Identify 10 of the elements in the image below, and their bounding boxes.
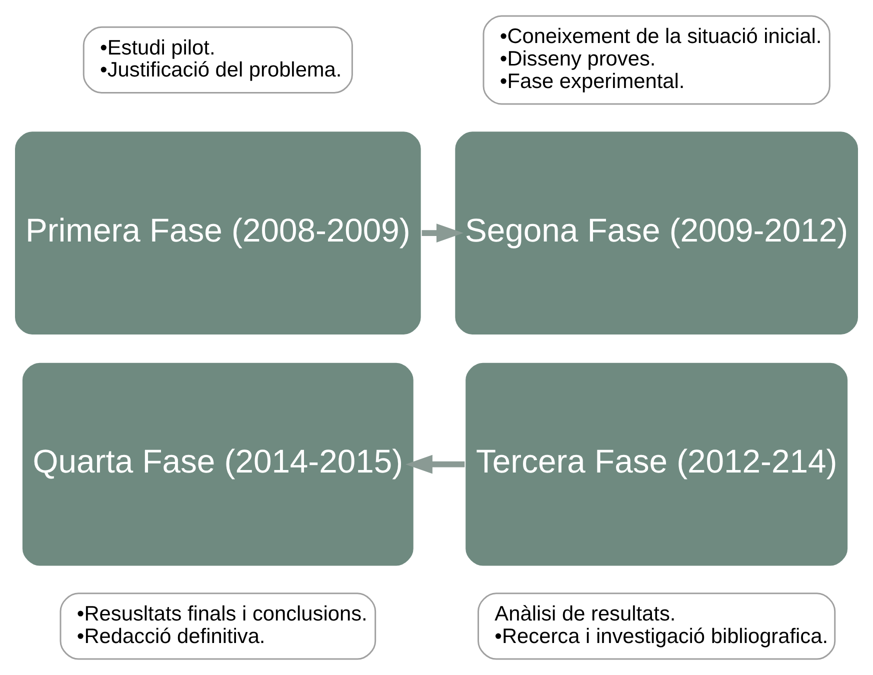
arrow <box>406 454 465 474</box>
node-box: Quarta Fase (2014-2015) <box>20 361 415 568</box>
node-box: •Coneixement de la situació inicial. •Disseny proves. •Fase experimental. <box>482 15 830 105</box>
node-box: Tercera Fase (2012-214) <box>464 361 850 568</box>
arrow <box>422 224 464 242</box>
node-box: Segona Fase (2009-2012) <box>454 130 860 336</box>
node-box: •Resusltats finals i conclusions. •Redacció definitiva. <box>60 592 376 660</box>
node-box: •Estudi pilot. •Justificació del problema. <box>82 26 353 94</box>
node-box: Primera Fase (2008-2009) <box>14 130 422 336</box>
node-box: Anàlisi de resultats. •Recerca i investigació bibliografica. <box>478 592 836 660</box>
